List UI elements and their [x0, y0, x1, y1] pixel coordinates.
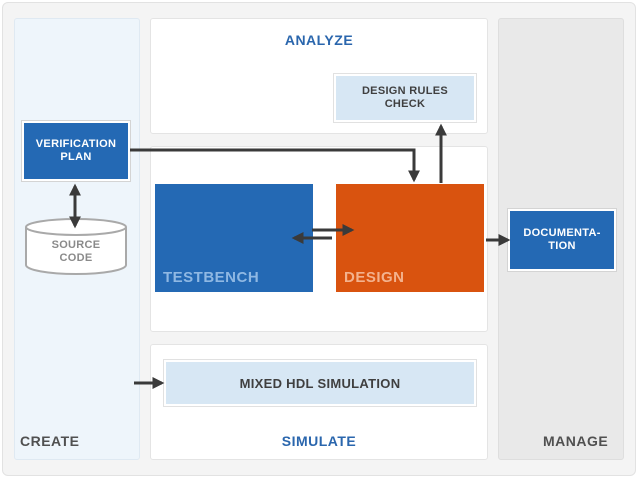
manage-title: MANAGE	[543, 433, 609, 449]
testbench-label: TESTBENCH	[163, 269, 260, 286]
testbench-box[interactable]: TESTBENCH	[153, 182, 315, 294]
design-box[interactable]: DESIGN	[334, 182, 486, 294]
design-rules-check-box[interactable]: DESIGN RULES CHECK	[334, 74, 476, 122]
create-title: CREATE	[20, 433, 80, 449]
design-label: DESIGN	[344, 269, 405, 286]
simulate-title: SIMULATE	[281, 433, 357, 449]
verification-plan-box[interactable]: VERIFICATION PLAN	[22, 121, 130, 181]
analyze-title: ANALYZE	[284, 32, 354, 48]
documentation-box[interactable]: DOCUMENTA- TION	[508, 209, 616, 271]
source-code-label: SOURCE CODE	[51, 239, 101, 264]
mixed-hdl-simulation-box[interactable]: MIXED HDL SIMULATION	[164, 360, 476, 406]
